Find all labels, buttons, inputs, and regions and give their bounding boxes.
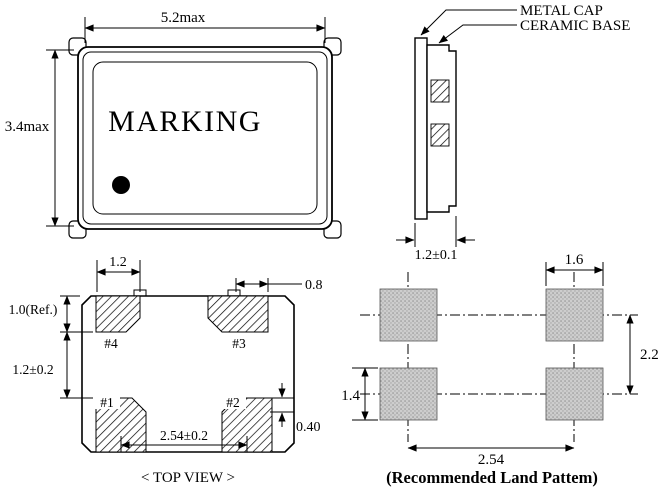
pad-4-label: #4 bbox=[104, 336, 118, 351]
pad-1-label: #1 bbox=[100, 395, 114, 410]
pad-3-shape bbox=[207, 295, 269, 333]
dim-thickness-label: 1.2±0.1 bbox=[415, 248, 458, 263]
dim-body-height-label: 3.4max bbox=[5, 119, 50, 135]
pad-1-shape bbox=[95, 397, 147, 453]
dim-pad-width-left: 1.2 bbox=[96, 255, 141, 292]
dim-pad-width-right-label: 0.8 bbox=[305, 278, 323, 293]
land-pad-bottom-left bbox=[379, 367, 438, 421]
dim-pad-gap-label: 1.2±0.2 bbox=[12, 362, 53, 377]
dim-land-height: 1.4 bbox=[341, 367, 378, 421]
metal-cap-callout: METAL CAP bbox=[420, 3, 603, 36]
dim-land-width: 1.6 bbox=[545, 252, 604, 286]
dim-row-pitch: 2.2 bbox=[626, 314, 659, 395]
pad-4-shape bbox=[95, 295, 141, 333]
castellation-section-upper bbox=[430, 79, 450, 103]
dim-pad-height: 1.0(Ref.) bbox=[9, 295, 93, 333]
package-body-outline bbox=[77, 46, 333, 230]
lid-top-outline bbox=[92, 61, 318, 215]
side-view: METAL CAP CERAMIC BASE 1.2±0.1 bbox=[396, 3, 630, 263]
ceramic-base-callout: CERAMIC BASE bbox=[438, 18, 630, 44]
dim-col-pitch: 2.54 bbox=[407, 444, 575, 468]
pad-2-label-bg bbox=[220, 396, 246, 409]
land-pad-top-right bbox=[545, 288, 604, 342]
pad-2-label: #2 bbox=[226, 395, 240, 410]
metal-cap-shape bbox=[414, 37, 428, 220]
land-pattern-caption: (Recommended Land Pattem) bbox=[386, 468, 598, 487]
dim-col-pitch-label: 2.54 bbox=[478, 452, 505, 468]
dim-pad-gap: 1.2±0.2 bbox=[12, 331, 93, 399]
ceramic-base-label: CERAMIC BASE bbox=[520, 18, 630, 34]
pad-top-view: #4 #3 #1 #2 1.2 0.8 1.0(Ref.) 1.2±0.2 bbox=[9, 255, 323, 486]
marking-text: MARKING bbox=[108, 105, 262, 138]
dim-pad-height-label: 1.0(Ref.) bbox=[9, 302, 58, 317]
dim-thickness: 1.2±0.1 bbox=[396, 216, 475, 263]
dim-pad-pitch: 2.54±0.2 bbox=[120, 428, 248, 452]
dim-corner: 0.40 bbox=[270, 383, 321, 435]
dim-pad-width-left-label: 1.2 bbox=[109, 255, 127, 270]
dim-pad-pitch-label: 2.54±0.2 bbox=[160, 428, 208, 443]
dim-land-width-label: 1.6 bbox=[565, 252, 584, 268]
dim-pad-width-right: 0.8 bbox=[235, 278, 323, 293]
dim-body-width: 5.2max bbox=[84, 10, 326, 43]
top-view-caption: < TOP VIEW > bbox=[141, 470, 235, 486]
pad-3-label: #3 bbox=[232, 336, 246, 351]
castellation-section-lower bbox=[430, 123, 450, 147]
dim-land-height-label: 1.4 bbox=[341, 388, 360, 404]
lid-seam-outline bbox=[82, 51, 328, 225]
dim-body-width-label: 5.2max bbox=[161, 10, 206, 26]
metal-cap-label: METAL CAP bbox=[520, 3, 603, 19]
land-pattern-view: 1.6 2.2 1.4 2.54 (Recommended Land Patte… bbox=[341, 252, 659, 487]
pin1-indicator-dot bbox=[112, 176, 130, 194]
dim-corner-label: 0.40 bbox=[296, 420, 321, 435]
land-pad-bottom-right bbox=[545, 367, 604, 421]
land-pad-top-left bbox=[379, 288, 438, 342]
package-top-view: MARKING 5.2max 3.4max bbox=[5, 10, 342, 239]
dim-body-height: 3.4max bbox=[5, 49, 74, 227]
edge-castellation-tab bbox=[227, 289, 241, 297]
pad-1-label-bg bbox=[94, 396, 120, 409]
dim-row-pitch-label: 2.2 bbox=[640, 347, 659, 363]
